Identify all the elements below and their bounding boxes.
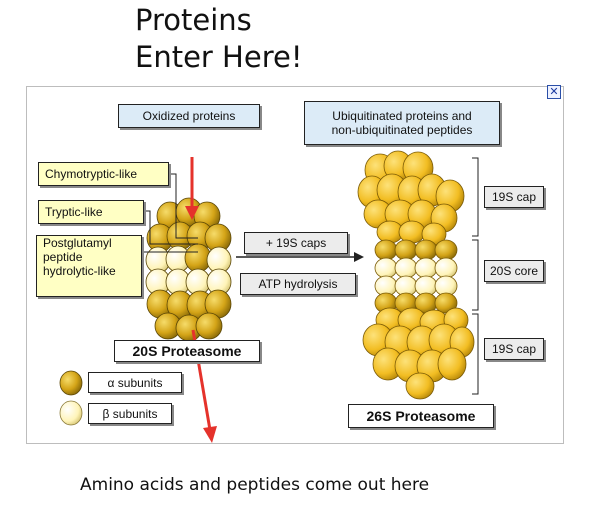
- beta-subunit-swatch: [59, 400, 83, 426]
- 19s-cap-bottom-label: 19S cap: [484, 338, 544, 360]
- ubiquitinated-line-2: non-ubiquitinated peptides: [331, 123, 473, 137]
- postglutamyl-label: Postglutamyl peptide hydrolytic-like: [36, 235, 142, 297]
- transition-arrow: [236, 252, 364, 262]
- ubiquitinated-proteins-label: Ubiquitinated proteins and non-ubiquitin…: [304, 101, 500, 145]
- bottom-caption: Amino acids and peptides come out here: [80, 475, 430, 495]
- oxidized-proteins-label: Oxidized proteins: [118, 104, 260, 128]
- 20s-core-label: 20S core: [484, 260, 544, 282]
- tryptic-like-label: Tryptic-like: [38, 200, 144, 224]
- postglutamyl-line-1: Postglutamyl: [43, 236, 112, 250]
- proteasome-20s-barrel: [145, 197, 232, 342]
- add-19s-caps-label: + 19S caps: [244, 232, 348, 254]
- leader-lines: [142, 173, 198, 253]
- entry-arrow: [185, 157, 199, 220]
- atp-hydrolysis-label: ATP hydrolysis: [240, 273, 356, 295]
- alpha-subunits-label: α subunits: [88, 372, 182, 393]
- structure-brackets: [472, 157, 479, 395]
- postglutamyl-line-2: peptide: [43, 250, 83, 264]
- alpha-subunit-swatch: [59, 370, 83, 396]
- proteasome-26s: [357, 150, 475, 400]
- ubiquitinated-line-1: Ubiquitinated proteins and: [332, 109, 472, 123]
- 19s-cap-top-label: 19S cap: [484, 186, 544, 208]
- postglutamyl-line-3: hydrolytic-like: [43, 264, 116, 278]
- beta-subunits-label: β subunits: [88, 403, 172, 424]
- slide-title: Proteins Enter Here!: [135, 2, 302, 76]
- chymotryptic-like-label: Chymotryptic-like: [38, 162, 169, 186]
- title-line-1: Proteins: [135, 3, 252, 37]
- proteasome-26s-label: 26S Proteasome: [348, 404, 494, 428]
- close-icon[interactable]: ✕: [547, 85, 561, 99]
- proteasome-20s-label: 20S Proteasome: [114, 340, 260, 362]
- title-line-2: Enter Here!: [135, 40, 303, 74]
